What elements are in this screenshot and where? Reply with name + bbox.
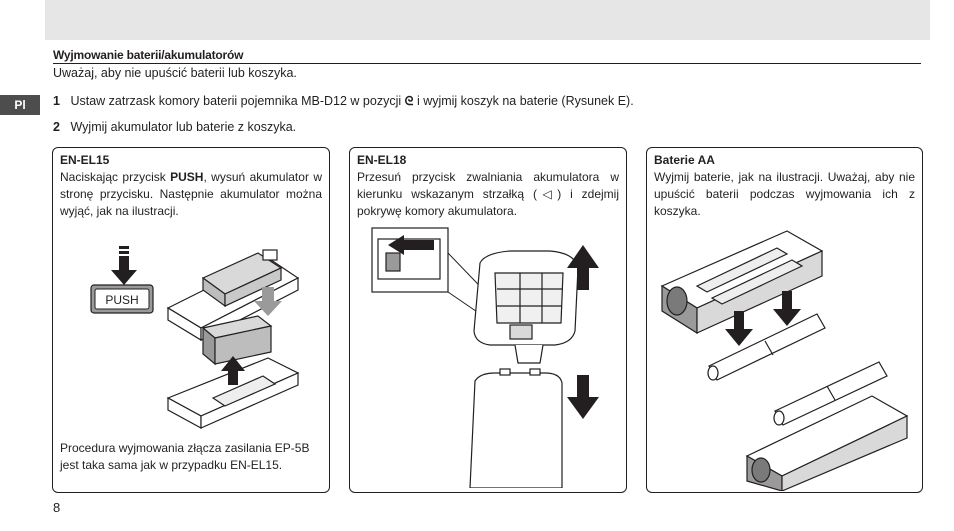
- step-text: Ustaw zatrzask komory baterii pojemnika …: [70, 94, 402, 108]
- panel-text: Naciskając przycisk PUSH, wysuń akumulat…: [60, 170, 322, 218]
- step-text: Wyjmij akumulator lub baterie z koszyka.: [70, 120, 297, 134]
- lift-up-arrow-icon: [567, 245, 599, 290]
- slide-down-arrow-icon: [254, 287, 282, 316]
- aa-battery-pair-top: [707, 313, 826, 381]
- page-number: 8: [53, 500, 61, 515]
- en-el18-illustration: [371, 227, 599, 488]
- step-1: 1 Ustaw zatrzask komory baterii pojemnik…: [53, 94, 634, 109]
- panel-en-el18: EN-EL18 Przesuń przycisk zwalniania akum…: [349, 147, 627, 493]
- en-el18-battery: [469, 368, 563, 488]
- step-2: 2 Wyjmij akumulator lub baterie z koszyk…: [53, 120, 296, 134]
- panel-en-el15: EN-EL15 Naciskając przycisk PUSH, wysuń …: [52, 147, 330, 493]
- panel-title: EN-EL18: [357, 153, 407, 167]
- panel-title: EN-EL15: [60, 153, 110, 167]
- remove-down-arrow-icon: [567, 375, 599, 419]
- header-bar: [45, 0, 930, 40]
- panel-text: Przesuń przycisk zwalniania akumulatora …: [357, 170, 619, 218]
- aa-holder-bottom: [745, 395, 909, 491]
- remove-down-arrow-icon: [725, 291, 801, 346]
- section-title: Wyjmowanie baterii/akumulatorów: [53, 48, 921, 64]
- step-number: 1: [53, 94, 60, 108]
- push-label: PUSH: [105, 293, 138, 307]
- battery-holder-bottom: [166, 357, 300, 430]
- lift-up-arrow-icon: [221, 356, 245, 385]
- aa-batteries-illustration: [660, 230, 909, 491]
- push-label-text: PUSH: [170, 170, 204, 184]
- slide-left-arrow-icon: [388, 235, 434, 255]
- panel-title: Baterie AA: [654, 153, 715, 167]
- panel-footnote: Procedura wyjmowania złącza zasilania EP…: [60, 441, 310, 472]
- step-text-continued: i wyjmij koszyk na baterie (Rysunek E).: [416, 94, 634, 108]
- release-latch-inset: [371, 227, 449, 293]
- press-arrow-icon: [111, 246, 137, 285]
- battery-lock-icon: ᘓ: [404, 94, 414, 108]
- panel-baterie-aa: Baterie AA Wyjmij baterie, jak na ilustr…: [646, 147, 923, 493]
- push-button-graphic: PUSH: [90, 284, 154, 314]
- battery-cover: [473, 250, 579, 364]
- aa-battery-pair-bottom: [773, 361, 888, 426]
- aa-holder-top: [660, 230, 824, 335]
- step-number: 2: [53, 120, 60, 134]
- panel-text: Wyjmij baterie, jak na ilustracji. Uważa…: [654, 170, 915, 218]
- en-el15-battery: [201, 315, 273, 366]
- en-el15-illustration: PUSH: [90, 246, 300, 430]
- intro-text: Uważaj, aby nie upuścić baterii lub kosz…: [53, 66, 297, 80]
- language-tab: Pl: [0, 95, 40, 115]
